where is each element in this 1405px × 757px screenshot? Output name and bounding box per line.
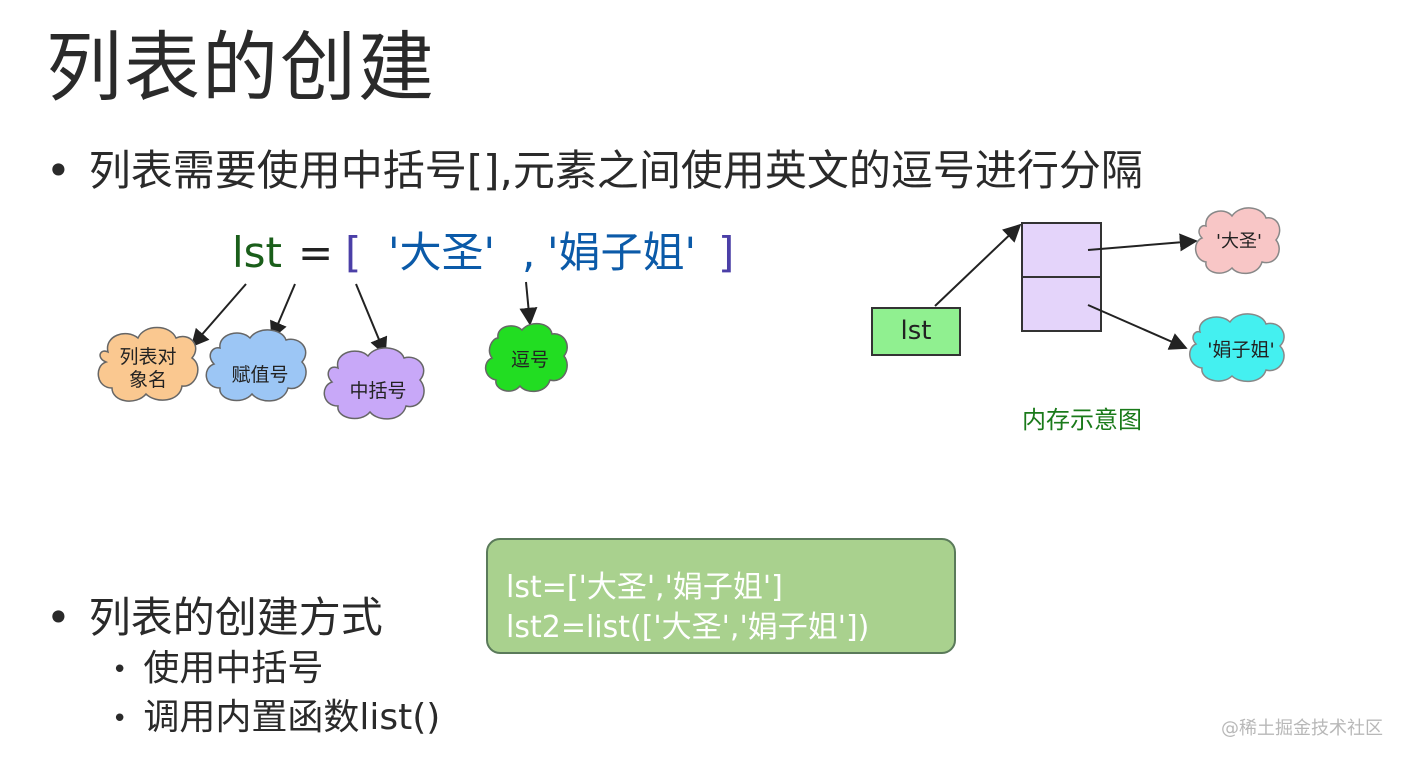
cloud-assign	[205, 329, 307, 402]
cloud-comma-label: 逗号	[510, 349, 549, 371]
code-line-2: lst2=list(['大圣','娟子姐'])	[506, 610, 870, 645]
bullet-dot: •	[46, 593, 71, 642]
memory-caption: 内存示意图	[1022, 406, 1142, 434]
expr-left-bracket: [	[345, 228, 362, 277]
cloud-comma	[484, 322, 568, 393]
watermark: @稀土掘金技术社区	[1221, 718, 1383, 739]
bullet-dot: •	[46, 146, 71, 195]
page-title: 列表的创建	[46, 23, 436, 112]
sub-bullet-dot: •	[112, 655, 128, 685]
cloud-memory-item1	[1194, 207, 1281, 275]
cloud-memory-item2-label: '娟子姐'	[1207, 339, 1275, 361]
arrow-lst-to-memory	[934, 223, 1022, 307]
bullet-create-ways: •列表的创建方式	[46, 597, 383, 639]
memory-lst-box: lst	[871, 307, 961, 356]
sub-item-list-func-text: 调用内置函数list()	[143, 697, 441, 738]
arrow-to-comma	[519, 281, 538, 326]
expr-item-1: '大圣'	[388, 228, 496, 277]
arrow-cell2-to-item2	[1087, 304, 1188, 350]
sub-item-brackets: • 使用中括号	[112, 651, 323, 687]
memory-cell-2	[1021, 276, 1102, 332]
expr-right-bracket: ]	[718, 228, 735, 277]
bullet-list-syntax-text: 列表需要使用中括号[],元素之间使用英文的逗号进行分隔	[88, 146, 1143, 195]
arrow-to-assign	[270, 283, 296, 340]
cloud-bracket	[323, 347, 425, 420]
cloud-assign-label: 赋值号	[231, 364, 289, 386]
cloud-list-name	[97, 326, 199, 402]
bullet-list-syntax: •列表需要使用中括号[],元素之间使用英文的逗号进行分隔	[46, 150, 1143, 192]
cloud-memory-item2	[1189, 313, 1285, 383]
code-example-box: lst=['大圣','娟子姐'] lst2=list(['大圣','娟子姐'])	[486, 538, 956, 654]
sub-item-list-func: • 调用内置函数list()	[112, 700, 440, 736]
sub-bullet-dot: •	[112, 704, 128, 734]
expr-variable: lst	[232, 228, 283, 277]
expr-item-2: '娟子姐'	[547, 228, 697, 277]
arrow-cell1-to-item1	[1087, 233, 1198, 252]
sub-item-brackets-text: 使用中括号	[143, 648, 324, 689]
cloud-bracket-label: 中括号	[349, 380, 407, 402]
arrow-to-bracket	[355, 283, 388, 356]
cloud-memory-item1-label: '大圣'	[1216, 231, 1262, 252]
bullet-create-ways-text: 列表的创建方式	[88, 593, 383, 642]
arrow-to-list-name	[190, 283, 247, 348]
expr-comma: ,	[522, 228, 536, 277]
code-line-1: lst=['大圣','娟子姐']	[506, 570, 783, 605]
expr-assign: =	[298, 228, 334, 277]
cloud-list-name-label: 列表对 象名	[119, 346, 177, 391]
